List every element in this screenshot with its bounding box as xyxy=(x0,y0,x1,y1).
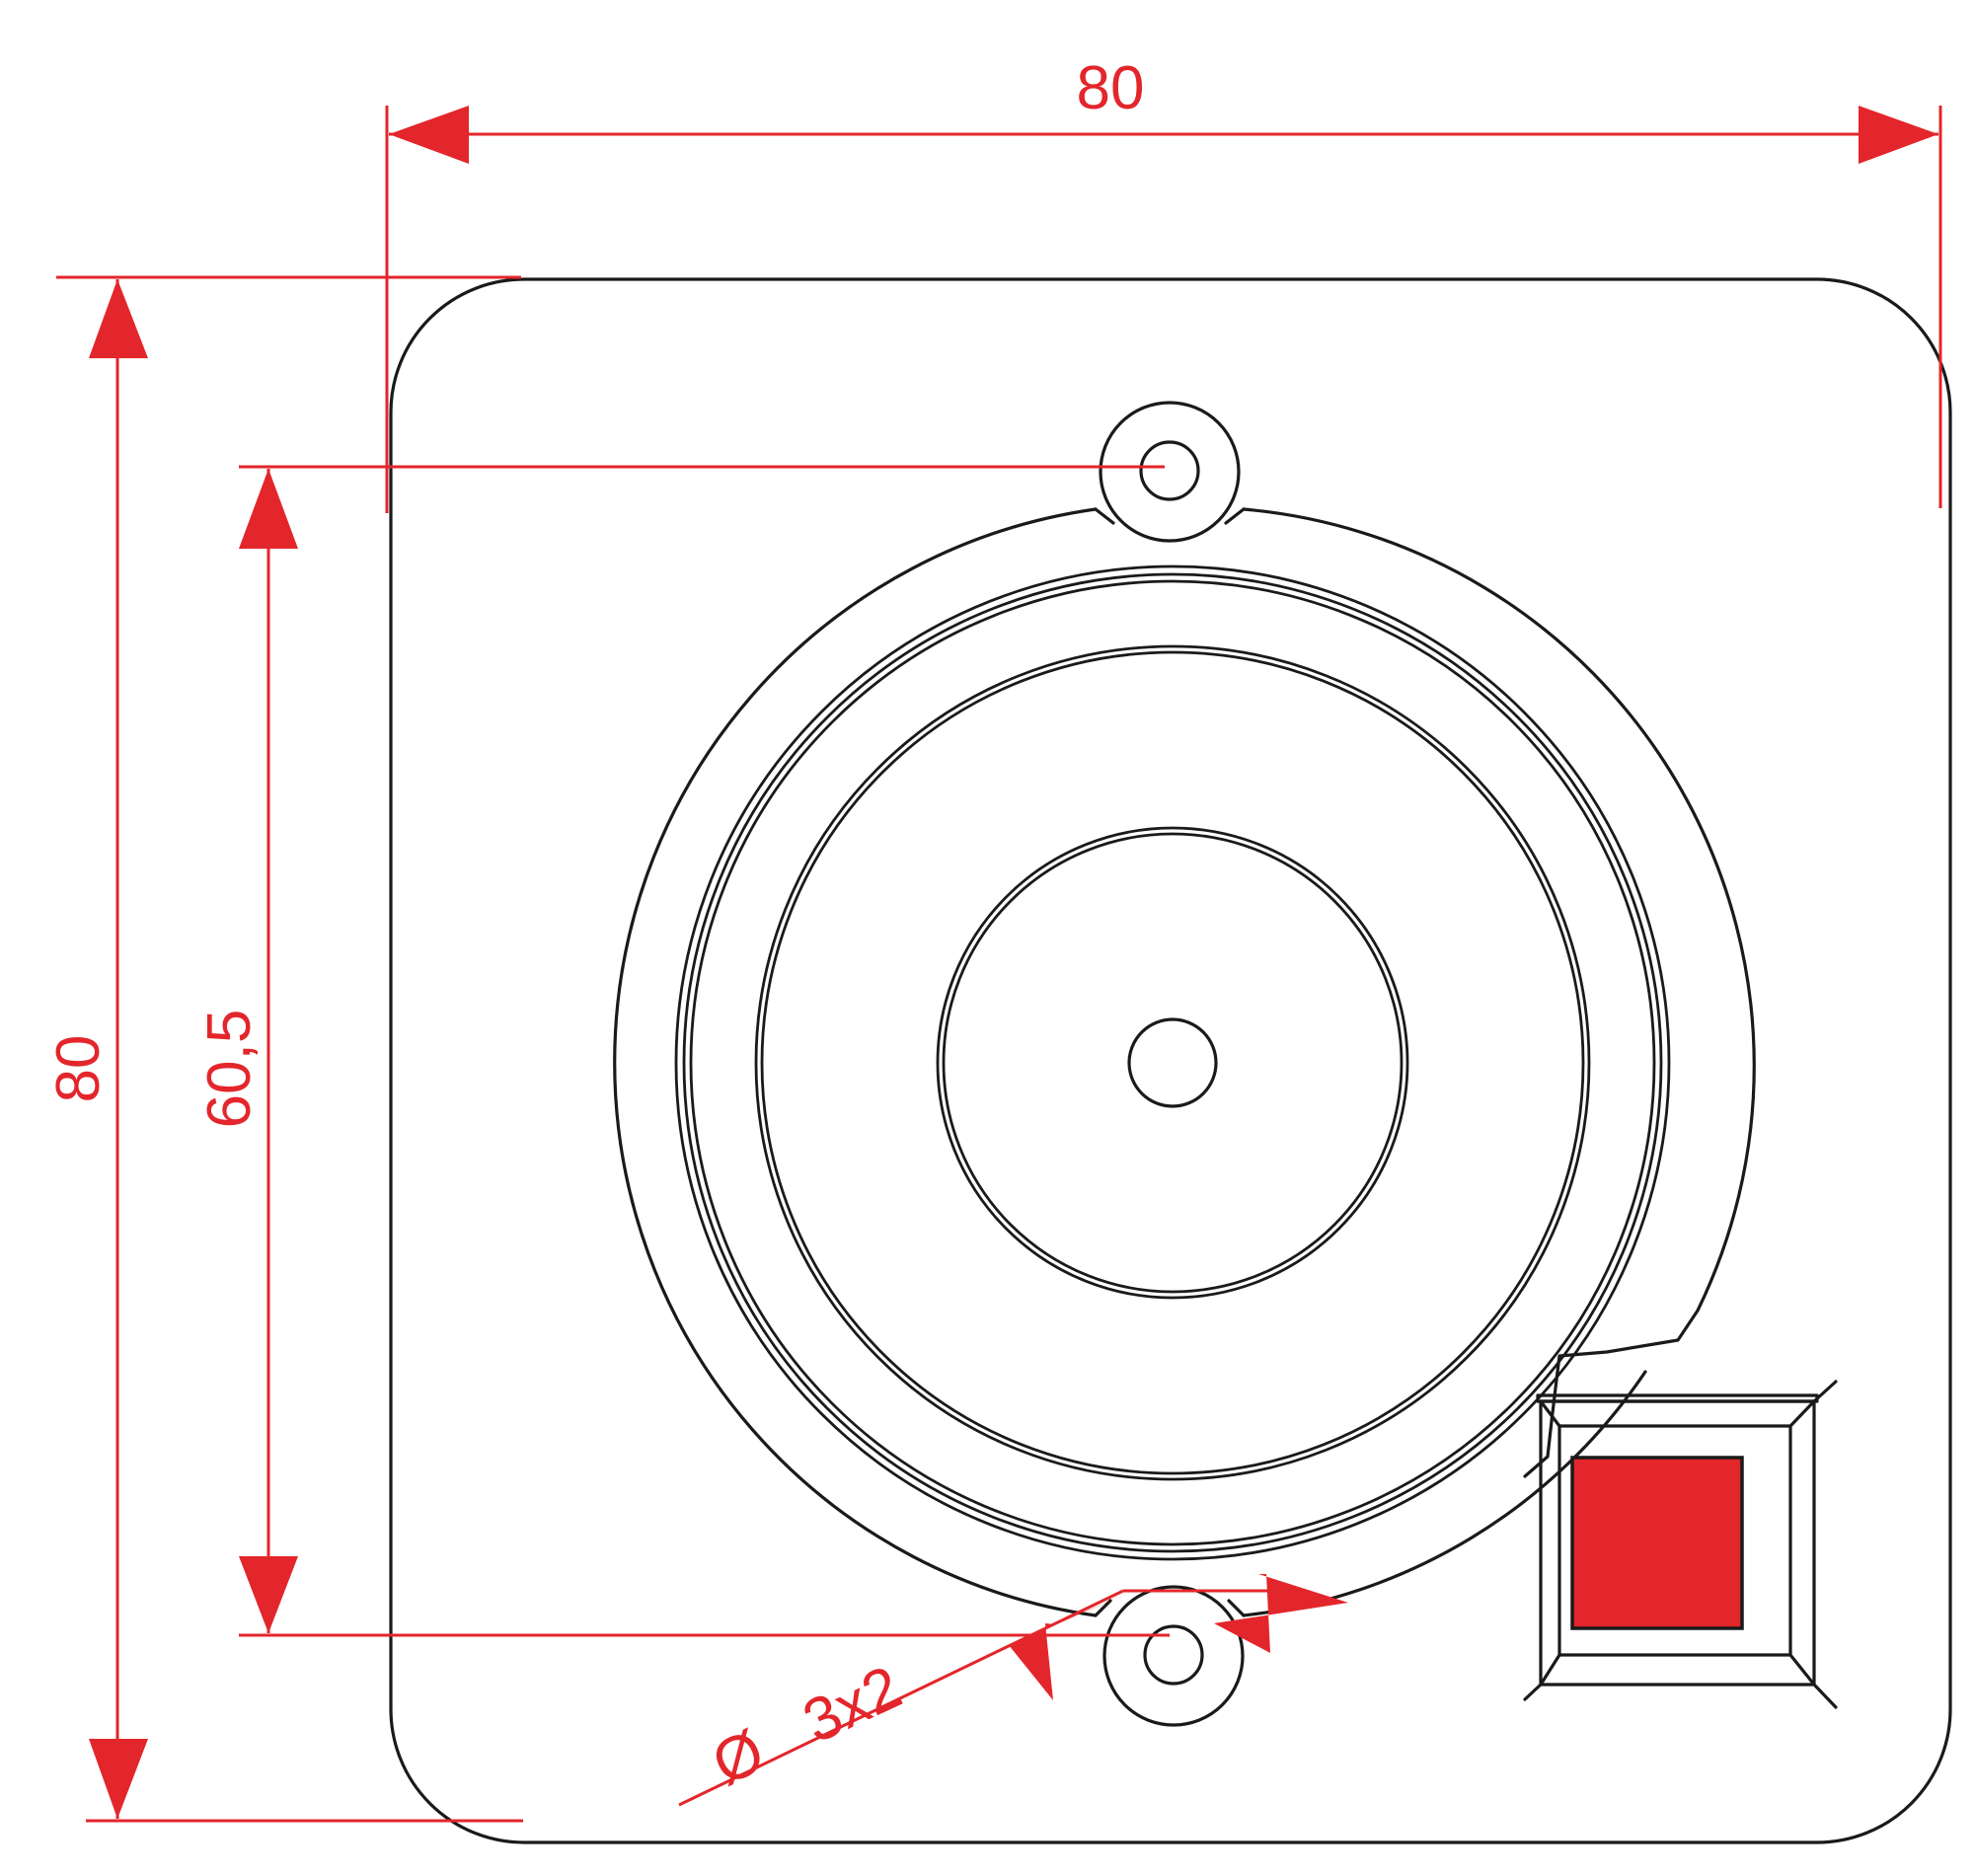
ring-outer-3 xyxy=(689,579,1656,1546)
arrowhead-diameter-upper xyxy=(1214,1574,1348,1653)
center-hole xyxy=(1127,1017,1218,1108)
ring-mid-1 xyxy=(754,644,1591,1481)
flange-notch-top xyxy=(1094,507,1246,525)
mounting-plate xyxy=(389,277,1952,1844)
part-outline xyxy=(389,277,1952,1844)
arrowhead-down xyxy=(89,1739,148,1819)
ring-inner-2 xyxy=(942,832,1404,1294)
ring-outer-1 xyxy=(674,564,1671,1561)
dimension-hole-diameter-label: Ø 3x2 xyxy=(703,1653,912,1799)
dimension-height: 80 xyxy=(44,275,523,1823)
mounting-hole-top xyxy=(1099,401,1241,543)
arrowhead-up xyxy=(89,279,148,358)
release-button xyxy=(1523,1380,1838,1709)
dimension-hole-spacing-label: 60,5 xyxy=(195,1010,264,1129)
dimension-height-label: 80 xyxy=(44,1035,113,1103)
ring-outer-2 xyxy=(682,572,1663,1553)
arrowhead-down xyxy=(239,1556,298,1633)
release-button-red-square xyxy=(1570,1456,1744,1630)
arrowhead-left xyxy=(389,106,469,164)
ring-inner-1 xyxy=(936,826,1409,1300)
diameter-symbol: Ø xyxy=(703,1717,775,1799)
ring-mid-2 xyxy=(760,650,1585,1475)
dimension-hole-diameter: Ø 3x2 xyxy=(678,1574,1348,1807)
flange-ring-upper-right xyxy=(1242,507,1756,1478)
dimensions: 80 80 60,5 Ø 3x2 xyxy=(44,54,1942,1823)
dimension-width-label: 80 xyxy=(1077,54,1145,122)
dimension-hole-spacing: 60,5 xyxy=(195,465,1170,1637)
dimension-width: 80 xyxy=(385,54,1942,513)
flange-notch-bottom xyxy=(1094,1599,1246,1617)
arrowhead-diameter-lower xyxy=(1009,1589,1138,1700)
arrowhead-right xyxy=(1859,106,1938,164)
mounting-hole-bottom xyxy=(1102,1585,1245,1727)
arrowhead-up xyxy=(239,469,298,549)
